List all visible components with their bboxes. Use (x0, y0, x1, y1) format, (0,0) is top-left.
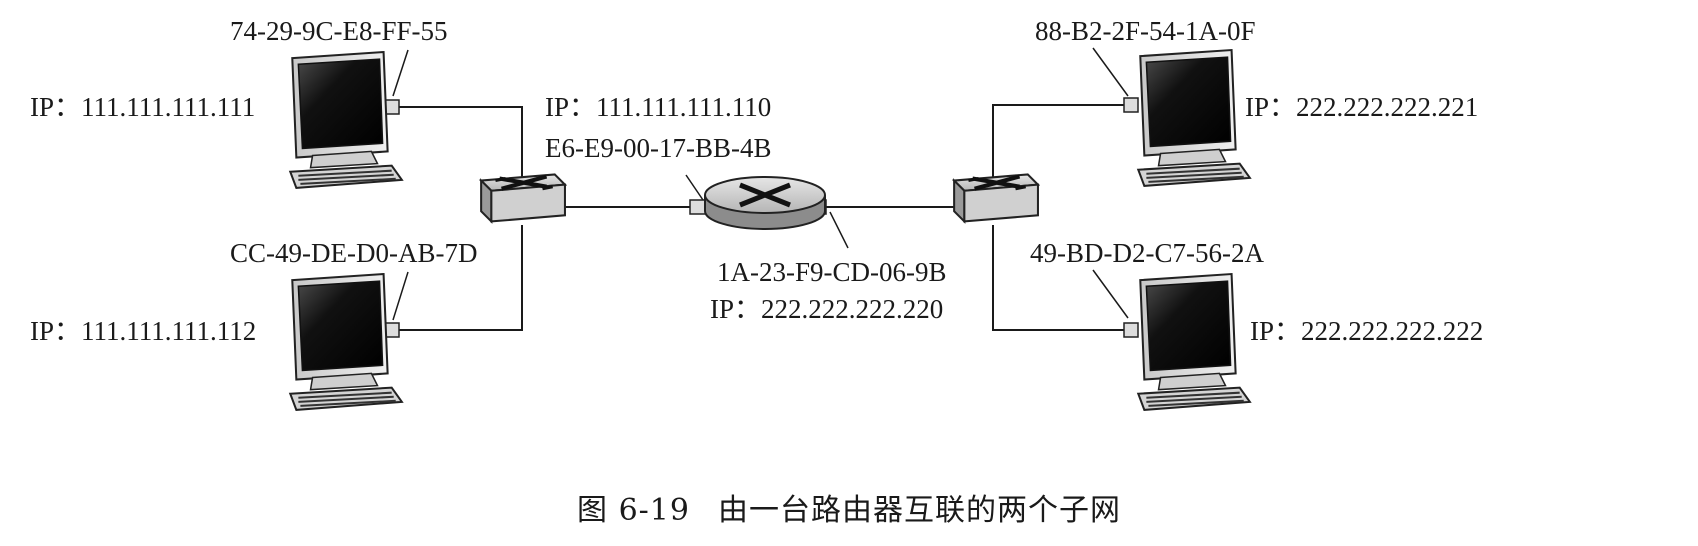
router-right-ip: IP：222.222.222.220 (710, 296, 943, 323)
figure-number: 图 6-19 (577, 493, 690, 528)
router-icon (705, 177, 825, 229)
host-1-ip: IP：111.111.111.111 (30, 94, 255, 121)
host-4-ip: IP：222.222.222.222 (1250, 318, 1483, 345)
host-4-computer-icon (1137, 273, 1251, 411)
left-switch-icon (481, 174, 565, 221)
ip-label: IP： (30, 92, 82, 122)
cables (398, 104, 1126, 331)
host-2-computer-icon (289, 273, 403, 411)
cable-switch-host3 (992, 104, 1126, 178)
right-switch-icon (954, 174, 1038, 221)
host-2-ip: IP：111.111.111.112 (30, 318, 256, 345)
ip-value: 222.222.222.220 (761, 294, 944, 324)
host-3-computer-icon (1137, 49, 1251, 187)
ip-value: 222.222.222.221 (1296, 92, 1479, 122)
host-4-mac: 49-BD-D2-C7-56-2A (1030, 238, 1264, 268)
host-1-mac: 74-29-9C-E8-FF-55 (230, 16, 448, 46)
ip-label: IP： (1245, 92, 1297, 122)
cable-host2-switch (398, 225, 523, 331)
cable-host1-switch (398, 106, 523, 178)
figure-caption: 图 6-19 由一台路由器互联的两个子网 (0, 485, 1698, 529)
host-1-computer-icon (289, 51, 403, 189)
ip-value: 111.111.111.110 (596, 92, 772, 122)
router-left-mac: E6-E9-00-17-BB-4B (545, 133, 772, 163)
host-3-ip: IP：222.222.222.221 (1245, 94, 1478, 121)
ip-label: IP： (545, 92, 597, 122)
host-2-mac: CC-49-DE-D0-AB-7D (230, 238, 478, 268)
label-pointers (392, 47, 1129, 321)
cable-switch-host4 (992, 225, 1126, 331)
ip-label: IP： (710, 294, 762, 324)
ip-value: 111.111.111.111 (81, 92, 256, 122)
router-left-ip: IP：111.111.111.110 (545, 94, 771, 121)
ip-value: 222.222.222.222 (1301, 316, 1484, 346)
figure-title: 由一台路由器互联的两个子网 (717, 493, 1121, 528)
ip-label: IP： (30, 316, 82, 346)
ip-label: IP： (1250, 316, 1302, 346)
host-3-mac: 88-B2-2F-54-1A-0F (1035, 16, 1256, 46)
ip-value: 111.111.111.112 (81, 316, 257, 346)
router-right-mac: 1A-23-F9-CD-06-9B (717, 257, 947, 287)
